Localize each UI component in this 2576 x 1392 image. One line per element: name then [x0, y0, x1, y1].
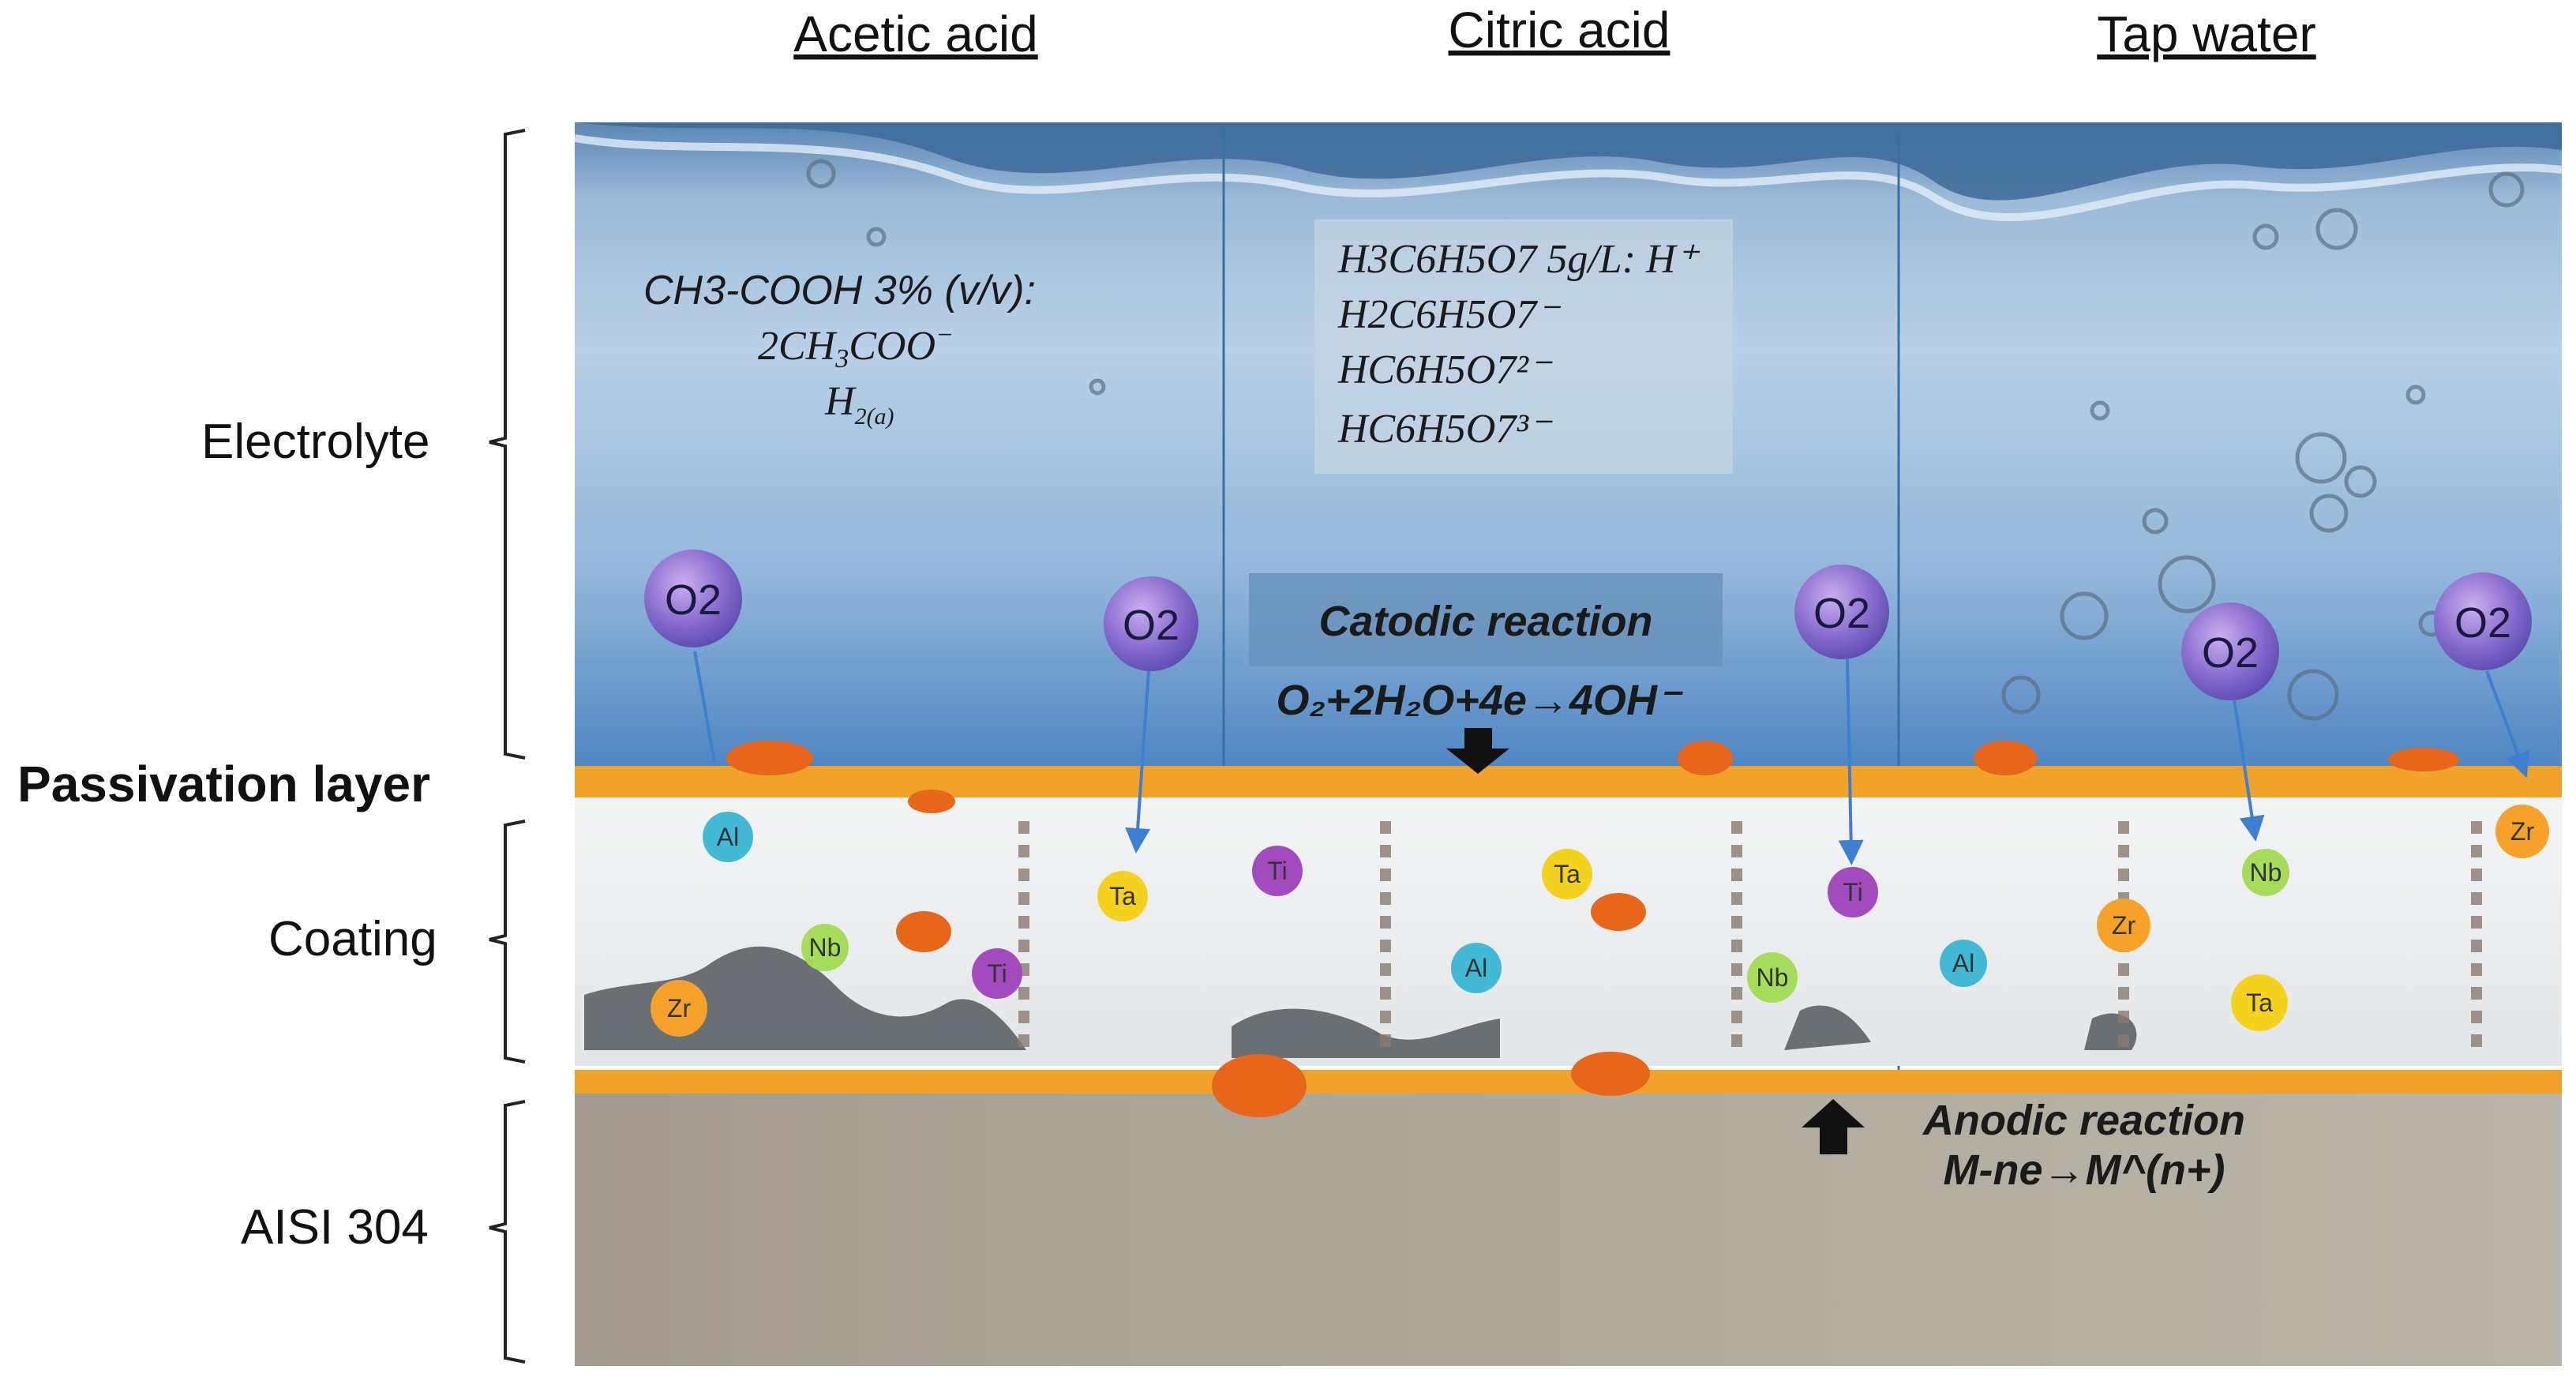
citric-formula-box	[1314, 219, 1733, 474]
svg-text:Zr: Zr	[667, 994, 692, 1022]
o2-label-5: O2	[2454, 599, 2511, 647]
svg-text:Al: Al	[1952, 949, 1974, 977]
atom-zr-3: Zr	[2495, 805, 2549, 858]
acetic-eq-line1: CH3-COOH 3% (v/v):	[643, 268, 1036, 313]
svg-text:Nb: Nb	[2250, 858, 2282, 887]
svg-text:Ta: Ta	[1109, 882, 1136, 910]
acetic-eq-line2: 2CH3COO−	[758, 321, 954, 373]
water-surface-wave	[575, 122, 2562, 201]
atom-ta-2: Ta	[1542, 849, 1592, 899]
anodic-title: Anodic reaction	[1922, 1097, 2245, 1144]
o2-molecule-3: O2	[1794, 565, 1889, 865]
atom-ta-3: Ta	[2231, 974, 2288, 1031]
coating-elements: Al Ta Nb Ti Zr Ti Ta Al Nb Ti Al Zr Nb T…	[651, 805, 2549, 1037]
label-electrolyte: Electrolyte	[201, 415, 429, 469]
o2-label-2: O2	[1123, 602, 1179, 649]
svg-text:Ta: Ta	[2246, 989, 2273, 1017]
atom-ta-1: Ta	[1097, 871, 1148, 921]
atom-nb-1: Nb	[801, 924, 849, 971]
column-title-tap: Tap water	[2097, 6, 2315, 62]
label-coating: Coating	[268, 912, 437, 966]
acetic-eq-line3: H2(a)	[824, 379, 894, 430]
substrate-region	[575, 1094, 2562, 1366]
atom-ti-2: Ti	[1252, 846, 1303, 896]
anodic-equation: M-ne→M^(n+)	[1944, 1146, 2225, 1194]
o2-label-4: O2	[2202, 629, 2259, 677]
cathodic-down-arrow	[1446, 728, 1509, 774]
o2-label-3: O2	[1813, 590, 1870, 637]
svg-text:Ta: Ta	[1554, 860, 1580, 888]
label-substrate: AISI 304	[241, 1200, 429, 1255]
corrosion-products	[726, 741, 2459, 1117]
atom-al-2: Al	[1451, 943, 1502, 993]
atom-al-3: Al	[1940, 940, 1987, 987]
o2-molecule-5: O2	[2434, 572, 2532, 778]
citric-eq-line1: H3C6H5O7 5g/L: H⁺	[1337, 237, 1700, 282]
o2-label-1: O2	[665, 576, 722, 624]
atom-zr-1: Zr	[651, 980, 707, 1037]
svg-text:Zr: Zr	[2112, 911, 2136, 940]
svg-text:Nb: Nb	[1757, 963, 1789, 992]
cathodic-title: Catodic reaction	[1318, 598, 1652, 645]
svg-text:Ti: Ti	[1267, 857, 1287, 885]
column-title-citric: Citric acid	[1449, 2, 1670, 58]
water-surface-foam	[574, 134, 2563, 222]
atom-nb-3: Nb	[2242, 849, 2289, 896]
water-bubbles	[806, 159, 2525, 721]
o2-molecule-1: O2	[644, 550, 742, 763]
o2-molecule-4: O2	[2181, 602, 2279, 842]
svg-text:Al: Al	[717, 823, 739, 851]
svg-text:Zr: Zr	[2510, 817, 2535, 846]
anodic-up-arrow	[1802, 1099, 1865, 1154]
atom-nb-2: Nb	[1747, 952, 1798, 1003]
cathodic-equation: O₂+2H₂O+4e→4OH⁻	[1277, 677, 1684, 724]
citric-eq-line3: HC6H5O7²⁻	[1337, 347, 1553, 392]
o2-molecule-2: O2	[1104, 576, 1198, 854]
svg-text:Nb: Nb	[809, 933, 842, 962]
layer-brackets	[489, 129, 526, 1364]
citric-eq-line4: HC6H5O7³⁻	[1337, 407, 1553, 452]
svg-text:Ti: Ti	[987, 959, 1007, 988]
svg-text:Ti: Ti	[1843, 878, 1862, 906]
column-title-acetic: Acetic acid	[793, 6, 1037, 62]
atom-al-1: Al	[703, 812, 753, 862]
label-passivation-layer: Passivation layer	[17, 756, 430, 812]
passivation-layer-top	[575, 766, 2562, 797]
cathodic-reaction-box	[1249, 573, 1723, 666]
atom-zr-2: Zr	[2097, 899, 2150, 952]
passivation-layer-bottom	[575, 1070, 2562, 1094]
svg-text:Al: Al	[1465, 954, 1487, 982]
citric-eq-line2: H2C6H5O7⁻	[1337, 292, 1561, 337]
atom-ti-1: Ti	[972, 948, 1022, 999]
atom-ti-3: Ti	[1828, 867, 1878, 917]
